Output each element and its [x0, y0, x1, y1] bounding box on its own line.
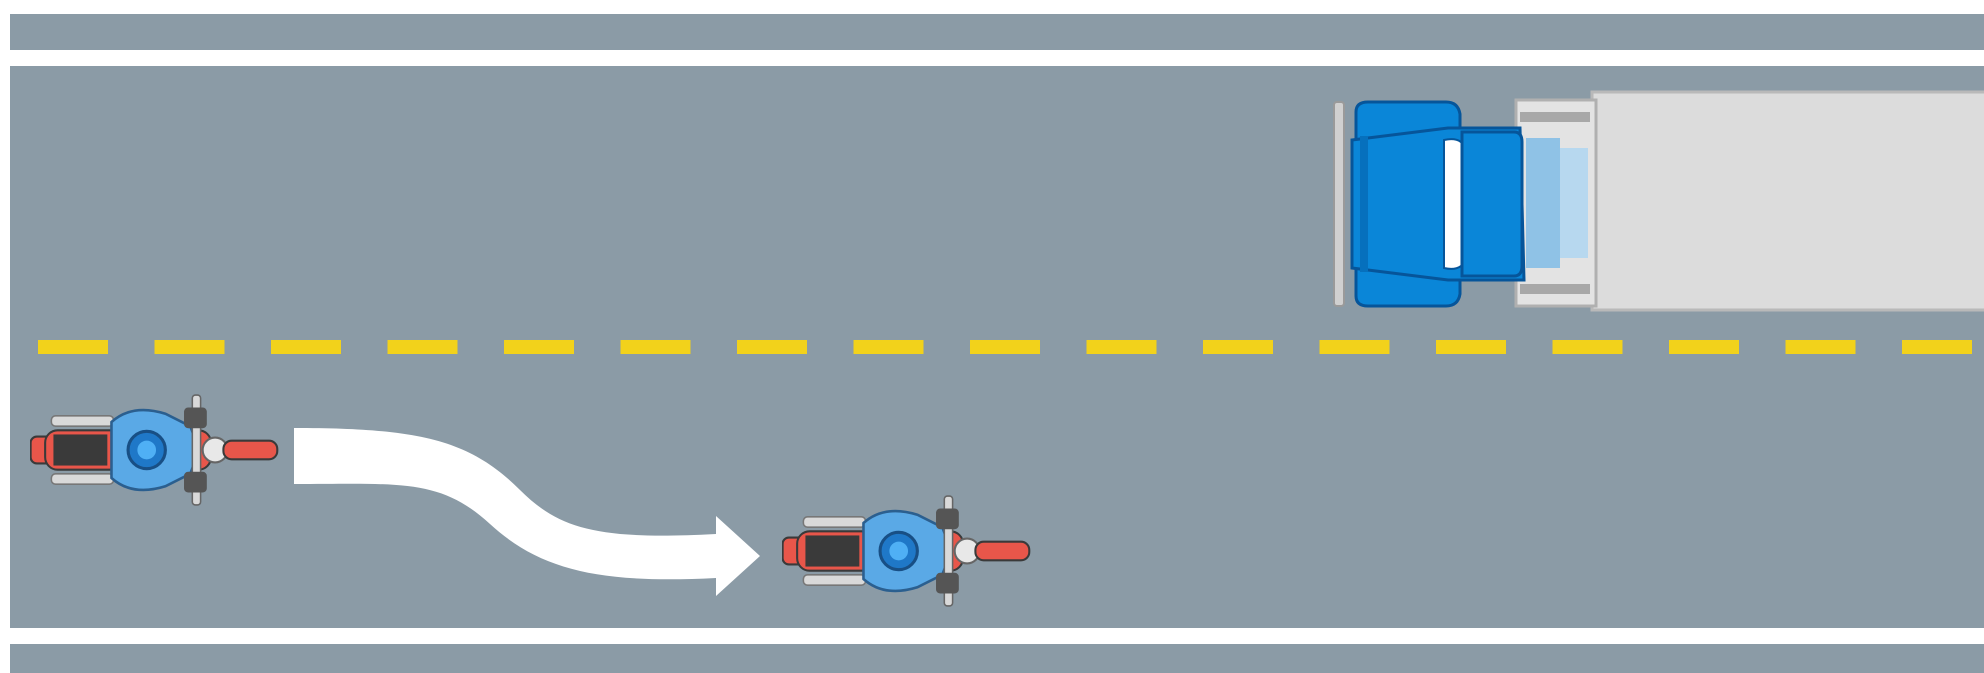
top-edge-line [10, 50, 1984, 66]
center-dash [1786, 340, 1856, 354]
truck-trailer [1592, 92, 1984, 310]
center-dash [1902, 340, 1972, 354]
center-dash [854, 340, 924, 354]
center-dash [155, 340, 225, 354]
semi-truck [1334, 92, 1984, 310]
center-dash [504, 340, 574, 354]
center-dash [1553, 340, 1623, 354]
bottom-edge-line [10, 628, 1984, 644]
center-dash [1320, 340, 1390, 354]
center-dash [970, 340, 1040, 354]
center-dash [271, 340, 341, 354]
center-dash [737, 340, 807, 354]
center-dash [38, 340, 108, 354]
center-dash [1203, 340, 1273, 354]
center-dashed-line [38, 340, 1972, 354]
truck-bumper [1334, 102, 1344, 306]
center-dash [621, 340, 691, 354]
center-dash [388, 340, 458, 354]
center-dash [1087, 340, 1157, 354]
center-dash [1436, 340, 1506, 354]
center-dash [1669, 340, 1739, 354]
